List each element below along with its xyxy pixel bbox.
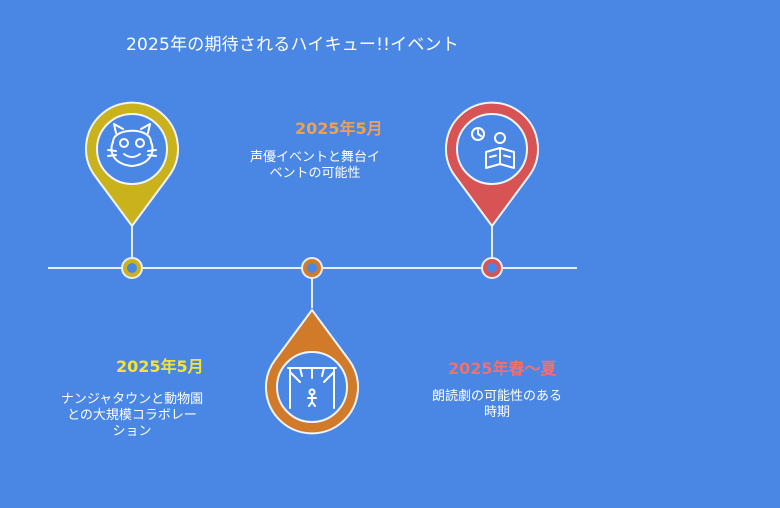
event-1-line-3: ション bbox=[112, 424, 152, 439]
page-title: 2025年の期待されるハイキュー!!イベント bbox=[126, 35, 459, 55]
pin-marker-2 bbox=[265, 308, 359, 435]
cat-mascot-icon bbox=[107, 123, 157, 167]
event-2-line-1: 声優イベントと舞台イ bbox=[249, 150, 380, 165]
timeline-dot-2 bbox=[301, 257, 323, 279]
event-3-line-2: 時期 bbox=[483, 405, 510, 420]
event-1-description: ナンジャタウンと動物園 との大規模コラボレー ション bbox=[42, 392, 222, 440]
pin-marker-3 bbox=[445, 101, 539, 228]
event-3-description: 朗読劇の可能性のある 時期 bbox=[414, 389, 580, 421]
event-2-line-2: ベントの可能性 bbox=[269, 166, 361, 181]
event-1-date: 2025年5月 bbox=[116, 357, 204, 376]
event-2-date: 2025年5月 bbox=[295, 119, 383, 138]
stage-icon bbox=[287, 367, 337, 409]
timeline-dot-1 bbox=[121, 257, 143, 279]
event-1-line-2: との大規模コラボレー bbox=[67, 408, 197, 423]
event-3-date: 2025年春～夏 bbox=[448, 359, 557, 378]
event-2-description: 声優イベントと舞台イ ベントの可能性 bbox=[232, 150, 398, 182]
event-3-line-1: 朗読劇の可能性のある bbox=[431, 389, 562, 404]
timeline-dot-3 bbox=[481, 257, 503, 279]
event-1-line-1: ナンジャタウンと動物園 bbox=[60, 392, 204, 407]
reading-icon bbox=[471, 127, 515, 169]
pin-marker-1 bbox=[85, 101, 179, 228]
